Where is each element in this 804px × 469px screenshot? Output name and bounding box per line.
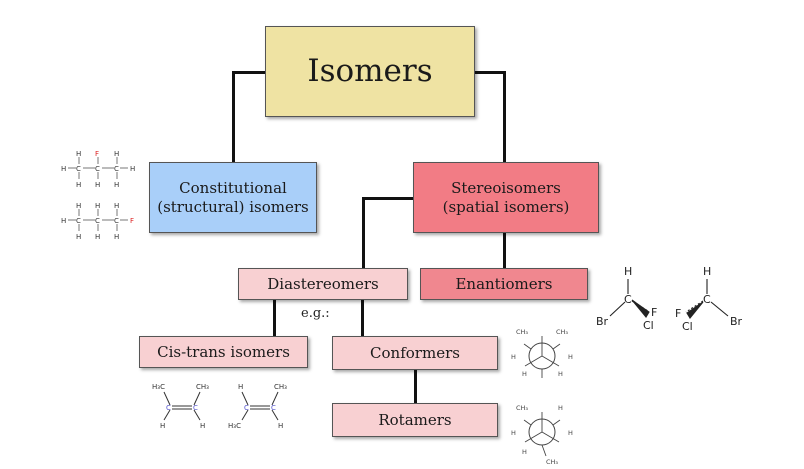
svg-text:H: H: [568, 353, 573, 361]
conformers-label: Conformers: [370, 343, 460, 362]
svg-text:C: C: [271, 404, 276, 412]
svg-text:H: H: [522, 370, 527, 378]
svg-text:C: C: [114, 165, 119, 173]
conformers-node: Conformers: [332, 336, 498, 370]
connector-diastereo-conf-v: [361, 300, 364, 338]
svg-text:C: C: [76, 217, 81, 225]
svg-text:H: H: [95, 181, 100, 189]
constitutional-molecule-structure-2-icon: H C C C F H H H H H H: [61, 202, 134, 241]
connector-diastereo-cis-v: [273, 300, 276, 338]
cis-trans-isomers-node: Cis-trans isomers: [139, 336, 308, 368]
enantiomers-node: Enantiomers: [420, 268, 588, 300]
svg-text:H: H: [558, 404, 563, 412]
svg-text:H₃C: H₃C: [152, 383, 165, 391]
connector-stereo-left-v: [362, 197, 365, 269]
svg-text:H: H: [114, 202, 119, 210]
trans-alkene-structure-icon: H CH₃ C C H₃C H: [228, 383, 287, 430]
connector-root-left-v: [232, 71, 235, 164]
svg-text:H: H: [511, 429, 516, 437]
enantiomer-molecule-1-icon: H C Br Cl F: [596, 265, 657, 332]
constitutional-molecule-structure-1-icon: H C C C H H F H H H H: [61, 150, 135, 189]
connector-root-left-h: [233, 71, 266, 74]
svg-text:C: C: [193, 404, 198, 412]
cis-alkene-structure-icon: H₃C CH₃ C C H H: [152, 383, 209, 430]
isomers-node: Isomers: [265, 26, 475, 117]
svg-text:H₃C: H₃C: [228, 422, 241, 430]
svg-text:C: C: [95, 165, 100, 173]
svg-text:H: H: [95, 233, 100, 241]
stereoisomers-node: Stereoisomers (spatial isomers): [413, 162, 599, 233]
svg-text:C: C: [95, 217, 100, 225]
svg-text:H: H: [703, 265, 711, 278]
stereo-label-line2: (spatial isomers): [442, 197, 570, 216]
connector-root-right-v: [503, 71, 506, 164]
svg-text:Cl: Cl: [682, 320, 693, 333]
svg-text:C: C: [624, 293, 632, 306]
svg-text:CH₃: CH₃: [516, 404, 528, 412]
example-note: e.g.:: [301, 306, 330, 321]
svg-text:H: H: [624, 265, 632, 278]
svg-text:CH₃: CH₃: [196, 383, 209, 391]
svg-text:CH₃: CH₃: [556, 328, 568, 336]
svg-text:Cl: Cl: [643, 319, 654, 332]
connector-root-right-h: [474, 71, 506, 74]
svg-text:H: H: [568, 429, 573, 437]
cis-trans-label: Cis-trans isomers: [157, 342, 290, 361]
constitutional-label-line1: Constitutional: [179, 178, 287, 197]
svg-text:F: F: [651, 306, 657, 319]
svg-text:C: C: [703, 293, 711, 306]
isomers-label: Isomers: [307, 53, 433, 90]
connector-conf-rot-v: [414, 370, 417, 404]
svg-text:H: H: [522, 448, 527, 456]
svg-text:Br: Br: [730, 315, 743, 328]
svg-text:H: H: [95, 202, 100, 210]
svg-text:H: H: [61, 217, 66, 225]
svg-text:H: H: [130, 165, 135, 173]
constitutional-label-line2: (structural) isomers: [157, 197, 309, 216]
svg-text:CH₃: CH₃: [274, 383, 287, 391]
svg-text:H: H: [114, 233, 119, 241]
newman-projection-rotamer-icon: CH₃ H H H H CH₃: [511, 404, 573, 466]
svg-text:C: C: [166, 404, 171, 412]
svg-text:H: H: [61, 165, 66, 173]
svg-text:H: H: [558, 370, 563, 378]
svg-text:Br: Br: [596, 315, 609, 328]
svg-text:H: H: [278, 422, 283, 430]
enantiomers-label: Enantiomers: [455, 274, 553, 293]
connector-stereo-enantio-v: [503, 232, 506, 269]
rotamers-node: Rotamers: [332, 403, 498, 437]
svg-text:H: H: [200, 422, 205, 430]
constitutional-isomers-node: Constitutional (structural) isomers: [149, 162, 317, 233]
connector-stereo-left-h: [362, 197, 414, 200]
enantiomer-molecule-2-icon: H C F Cl Br: [675, 265, 743, 333]
diastereomers-label: Diastereomers: [267, 274, 379, 293]
svg-text:C: C: [76, 165, 81, 173]
svg-text:C: C: [244, 404, 249, 412]
svg-text:F: F: [95, 150, 99, 158]
stereo-label-line1: Stereoisomers: [451, 178, 561, 197]
svg-text:H: H: [76, 181, 81, 189]
svg-text:H: H: [114, 150, 119, 158]
svg-text:H: H: [114, 181, 119, 189]
svg-text:H: H: [76, 233, 81, 241]
svg-text:F: F: [130, 217, 134, 225]
newman-projection-conformer-icon: CH₃ CH₃ H H H H: [511, 328, 573, 378]
diastereomers-node: Diastereomers: [238, 268, 408, 300]
svg-text:H: H: [76, 202, 81, 210]
svg-text:H: H: [511, 353, 516, 361]
svg-text:CH₃: CH₃: [516, 328, 528, 336]
svg-text:C: C: [114, 217, 119, 225]
svg-text:H: H: [76, 150, 81, 158]
svg-text:H: H: [160, 422, 165, 430]
svg-text:CH₃: CH₃: [546, 458, 558, 466]
svg-text:H: H: [238, 383, 243, 391]
rotamers-label: Rotamers: [378, 410, 452, 429]
svg-text:F: F: [675, 307, 681, 320]
